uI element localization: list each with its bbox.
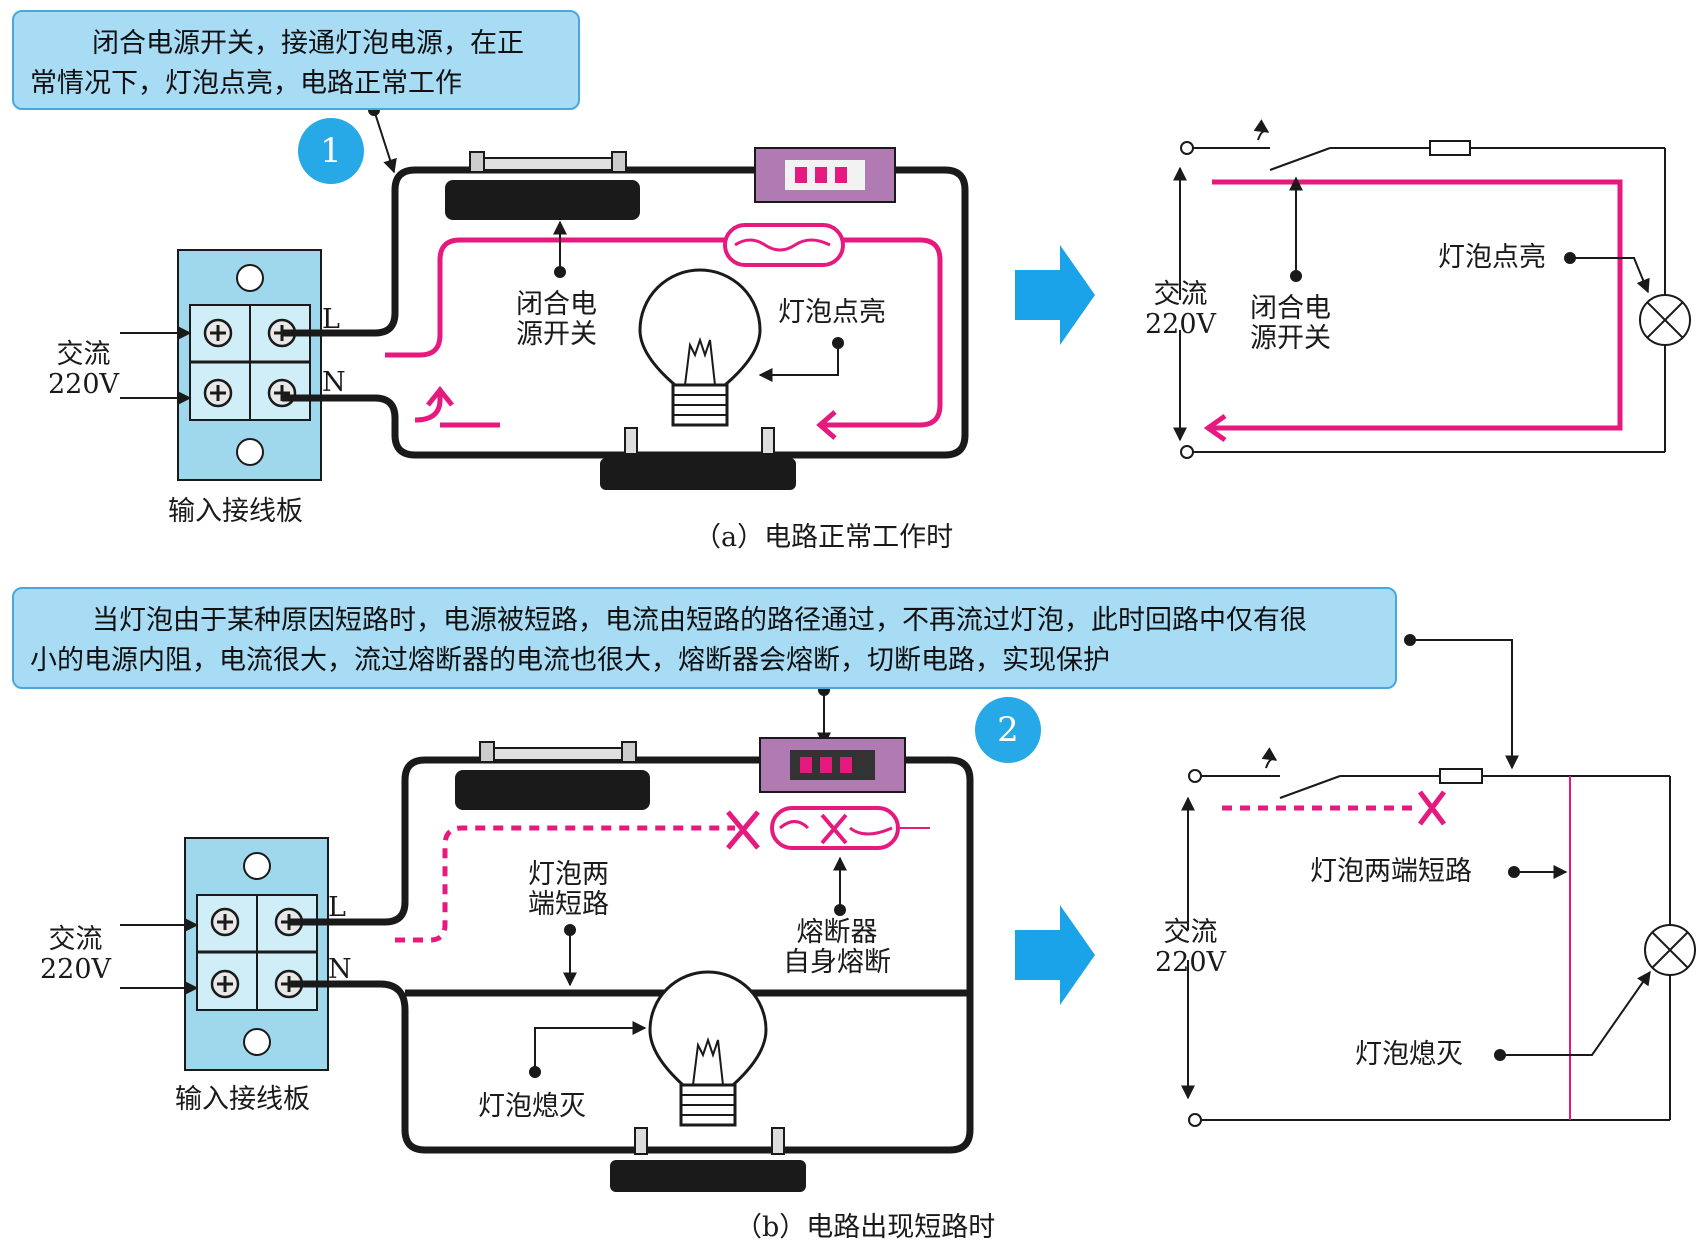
schematic-b (1181, 747, 1696, 1127)
switch-label-a: 闭合电源开关 (516, 289, 597, 350)
fuse-b (759, 737, 906, 793)
terminal-board-b (184, 837, 329, 1071)
current-path-schematic-a (1212, 179, 1623, 431)
schematic-lamp-off-label-b: 灯泡熄灭 (1355, 1039, 1463, 1070)
current-path-a (385, 237, 943, 428)
terminal-board-a (177, 249, 322, 481)
lamp-on-label-a: 灯泡点亮 (778, 297, 886, 328)
switch-a (445, 151, 640, 220)
board-label-a: 输入接线板 (168, 496, 303, 527)
board-label-b: 输入接线板 (175, 1084, 310, 1115)
cross-mark-icon (726, 810, 760, 850)
terminal-label-n-a: N (322, 367, 346, 398)
fuse-a (754, 147, 896, 203)
arrow-b-icon (1015, 905, 1095, 1005)
schematic-switch-label-a: 闭合电源开关 (1250, 293, 1331, 354)
callout-a: 闭合电源开关，接通灯泡电源，在正 常情况下，灯泡点亮，电路正常工作 (12, 10, 580, 110)
lamp-off-label-b: 灯泡熄灭 (478, 1091, 586, 1122)
arrow-a-icon (1015, 245, 1095, 345)
schematic-a (1173, 119, 1691, 459)
fuse-element-a (723, 223, 845, 267)
callout-b: 当灯泡由于某种原因短路时，电源被短路，电流由短路的路径通过，不再流过灯泡，此时回… (12, 587, 1397, 689)
bulb-a (600, 268, 796, 490)
current-path-b (395, 825, 735, 943)
bulb-b (610, 970, 806, 1192)
caption-b: （b）电路出现短路时 (735, 1212, 996, 1243)
caption-a: （a）电路正常工作时 (694, 522, 954, 553)
short-label-b: 灯泡两端短路 (528, 859, 609, 920)
terminal-label-l-a: L (322, 304, 340, 335)
terminal-label-n-b: N (328, 954, 352, 985)
wire-loop-b (289, 756, 974, 1154)
step-badge-1: 1 (298, 118, 364, 184)
callout-a-pointer (373, 109, 397, 174)
schematic-short-label-b: 灯泡两端短路 (1310, 856, 1472, 887)
switch-b (455, 741, 650, 810)
wire-loop-a (282, 166, 969, 459)
terminal-label-l-b: L (328, 892, 346, 923)
schematic-lamp-label-a: 灯泡点亮 (1438, 242, 1546, 273)
fuse-blown-label-b: 熔断器自身熔断 (783, 917, 891, 978)
step-badge-2: 2 (975, 697, 1041, 763)
